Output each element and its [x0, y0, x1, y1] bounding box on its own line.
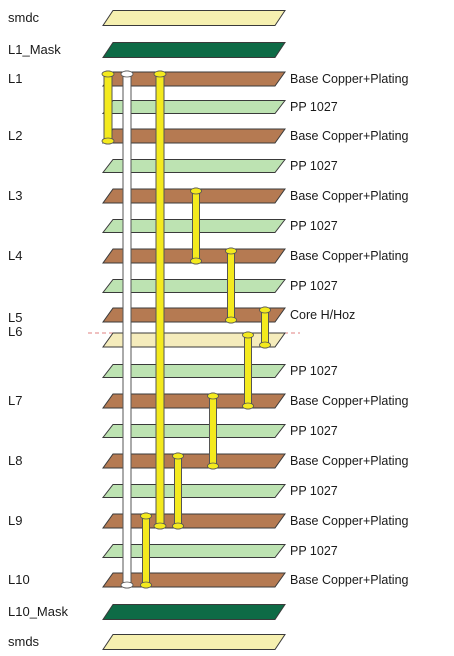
- prepreg-layer: [101, 484, 287, 498]
- vias-group: [101, 70, 271, 589]
- material-label-copper: Base Copper+Plating: [290, 189, 409, 203]
- blind-via-l6-l7: [244, 331, 252, 410]
- material-label-copper: Base Copper+Plating: [290, 249, 409, 263]
- blind-via-l4-l5: [227, 247, 235, 324]
- layer-label-l2: L2: [8, 128, 22, 143]
- blind-via-pad: [242, 331, 254, 339]
- material-label-prepreg: PP 1027: [290, 279, 338, 293]
- buried-via-pad: [259, 341, 271, 349]
- blind-via-l7-l8: [209, 392, 217, 470]
- layer-label-smdc: smdc: [8, 10, 40, 25]
- prepreg-layer: [101, 424, 287, 438]
- stacked-via-pad: [153, 522, 167, 530]
- blind-via-pad: [190, 257, 202, 265]
- l7-copper-layer: [102, 393, 286, 409]
- layer-label-l6: L6: [8, 324, 22, 339]
- blind-via-l3-l4: [192, 187, 200, 265]
- material-label-prepreg: PP 1027: [290, 364, 338, 378]
- blind-via-pad: [225, 316, 237, 324]
- through-via-l1-l10: [122, 70, 132, 589]
- material-label-prepreg: PP 1027: [290, 100, 338, 114]
- smdc-paste-layer: [102, 10, 286, 26]
- material-label-copper: Base Copper+Plating: [290, 394, 409, 408]
- layer-label-l3: L3: [8, 188, 22, 203]
- material-label-copper: Base Copper+Plating: [290, 129, 409, 143]
- layer-label-l5: L5: [8, 310, 22, 325]
- blind-via-pad: [207, 462, 219, 470]
- blind-via-pad: [172, 452, 184, 460]
- material-label-copper: Base Copper+Plating: [290, 573, 409, 587]
- material-label-copper: Base Copper+Plating: [290, 72, 409, 86]
- l6-core-layer: [102, 332, 286, 348]
- l1-mask-mask-layer: [102, 42, 286, 58]
- stacked-via-pad: [101, 137, 115, 145]
- blind-via-pad: [172, 522, 184, 530]
- blind-via-l9-l10: [142, 512, 150, 589]
- layer-label-l10: L10: [8, 572, 30, 587]
- material-label-prepreg: PP 1027: [290, 159, 338, 173]
- l8-copper-layer: [102, 453, 286, 469]
- stacked-via-l1-l2: [103, 70, 113, 145]
- material-label-copper: Base Copper+Plating: [290, 514, 409, 528]
- material-label-copper: Base Copper+Plating: [290, 454, 409, 468]
- through-via-pad: [120, 70, 134, 78]
- l10-mask-mask-layer: [102, 604, 286, 620]
- layer-label-l1: L1: [8, 71, 22, 86]
- smds-paste-layer: [102, 634, 286, 650]
- layer-label-smds: smds: [8, 634, 40, 649]
- blind-via-pad: [207, 392, 219, 400]
- material-label-prepreg: PP 1027: [290, 219, 338, 233]
- blind-via-pad: [225, 247, 237, 255]
- layer-label-l9: L9: [8, 513, 22, 528]
- stacked-via-l1-l9: [155, 70, 165, 530]
- stacked-via-pad: [153, 70, 167, 78]
- stacked-via-pad: [101, 70, 115, 78]
- buried-via-pad: [259, 306, 271, 314]
- layer-label-l4: L4: [8, 248, 22, 263]
- material-label-prepreg: PP 1027: [290, 544, 338, 558]
- blind-via-pad: [190, 187, 202, 195]
- prepreg-layer: [101, 364, 287, 378]
- layer-label-l7: L7: [8, 393, 22, 408]
- layer-label-l1-mask: L1_Mask: [8, 42, 61, 57]
- layer-label-l8: L8: [8, 453, 22, 468]
- layer-label-l10-mask: L10_Mask: [8, 604, 68, 619]
- material-label-core: Core H/Hoz: [290, 308, 355, 322]
- blind-via-pad: [140, 512, 152, 520]
- material-label-prepreg: PP 1027: [290, 424, 338, 438]
- blind-via-l8-l9: [174, 452, 182, 530]
- prepreg-layer: [101, 159, 287, 173]
- through-via-pad: [120, 581, 134, 589]
- blind-via-pad: [140, 581, 152, 589]
- material-label-prepreg: PP 1027: [290, 484, 338, 498]
- blind-via-pad: [242, 402, 254, 410]
